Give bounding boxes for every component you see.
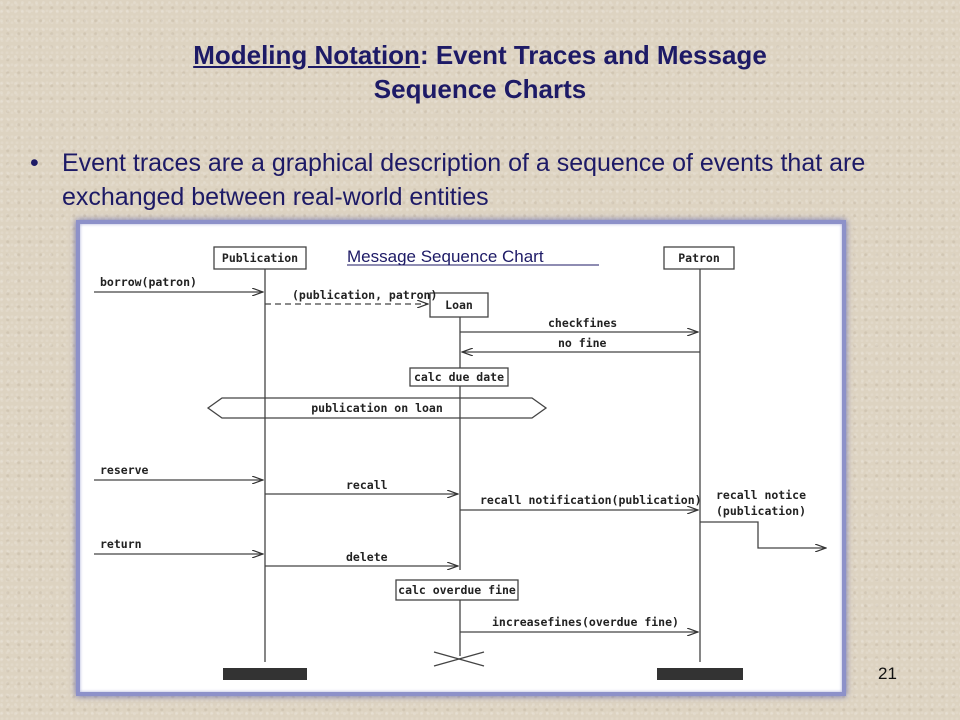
title-underlined-part: Modeling Notation [193,40,420,70]
borrow-label: borrow(patron) [100,275,197,289]
checkfines-label: checkfines [548,316,617,330]
bullet-marker: • [30,149,39,177]
loan-box [429,292,489,318]
increasefines-label: increasefines(overdue fine) [492,615,679,629]
delete-label: delete [346,550,388,564]
slide-title: Modeling Notation: Event Traces and Mess… [80,38,880,106]
loan-destroy-mark-2 [433,651,485,667]
publication-label: Publication [222,251,298,265]
publication-end-bar [223,668,307,680]
condition-hexagon [206,397,548,419]
recall-notice-label-1: recall notice [716,488,806,502]
loan-label: Loan [445,298,473,312]
recall-label: recall [346,478,388,492]
publication-box [213,246,307,270]
condition-label: publication on loan [311,401,443,415]
no-fine-label: no fine [558,336,607,350]
bullet-text: Event traces are a graphical description… [62,149,866,211]
create-loan-label: (publication, patron) [292,288,437,302]
calc-due-date-box [409,367,509,387]
patron-label: Patron [678,251,720,265]
calc-overdue-fine-label: calc overdue fine [398,583,516,597]
recall-notice-label-2: (publication) [716,504,806,518]
return-label: return [100,537,142,551]
reserve-label: reserve [100,463,149,477]
title-rest: : Event Traces and Message [419,40,767,70]
title-line-2: Sequence Charts [373,74,587,104]
message-sequence-chart: Message Sequence Chart Publication Patro… [94,246,842,680]
recall-notice-arrow [700,521,826,548]
page-number: 21 [878,664,897,683]
calc-due-date-label: calc due date [414,370,504,384]
calc-overdue-fine-box [395,579,519,601]
patron-end-bar [657,668,743,680]
recall-notification-label: recall notification(publication) [480,493,702,507]
msc-title: Message Sequence Chart [347,247,544,266]
diagram-frame: Message Sequence Chart Publication Patro… [76,220,846,696]
patron-box [663,246,735,270]
